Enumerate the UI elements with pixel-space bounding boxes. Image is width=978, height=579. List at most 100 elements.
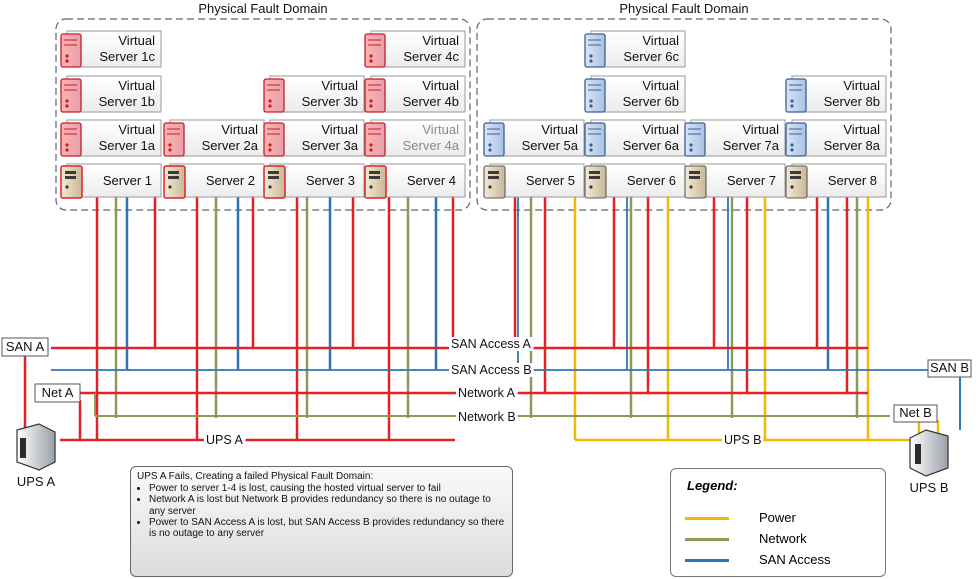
virtual-server-label-1: Virtual (742, 122, 779, 137)
virtual-server-label-2: Server 1a (99, 138, 156, 153)
legend-label-san: SAN Access (759, 552, 831, 567)
virtual-server-label-2: Server 8b (824, 94, 880, 109)
endpoint-net-b: Net B (893, 404, 938, 423)
virtual-server-box (269, 75, 365, 113)
physical-server: Server 7 (684, 163, 786, 199)
physical-server: Server 5 (483, 163, 585, 199)
physical-server-label: Server 5 (526, 173, 575, 188)
virtual-server-label-1: Virtual (321, 78, 358, 93)
physical-server-label: Server 8 (828, 173, 877, 188)
failure-note-item: Power to SAN Access A is lost, but SAN A… (149, 517, 506, 539)
endpoint-label: Net A (42, 385, 74, 400)
endpoint-label: SAN A (6, 339, 45, 354)
endpoints: SAN A Net A SAN B Net B SAN Access A SAN Acce… (1, 337, 972, 495)
virtual-server-label-1: Virtual (118, 33, 155, 48)
server-tower-icon (60, 78, 82, 113)
virtual-server-label-2: Server 1c (99, 49, 155, 64)
server-tower-icon (263, 78, 285, 113)
ups-label: UPS A (17, 474, 56, 489)
physical-server-box (489, 163, 585, 198)
virtual-server-label-1: Virtual (118, 122, 155, 137)
server-tower-icon (60, 122, 82, 157)
server-tower-icon (364, 78, 386, 113)
server-tower-icon (60, 33, 82, 68)
server-tower-icon (785, 165, 808, 199)
physical-server: Server 2 (163, 163, 265, 199)
server-tower-icon (163, 122, 185, 157)
virtual-server-label-1: Virtual (642, 122, 679, 137)
server-tower-icon (584, 33, 606, 68)
virtual-server-box (66, 119, 162, 157)
virtual-server-label-1: Virtual (118, 78, 155, 93)
server-tower-icon (584, 78, 606, 113)
failure-note-item: Network A is lost but Network B provides… (149, 494, 506, 516)
endpoint-label: Net B (899, 405, 932, 420)
bus-label: SAN Access A (451, 337, 532, 351)
physical-server-label: Server 7 (727, 173, 776, 188)
failure-note-list: Power to server 1-4 is lost, causing the… (137, 483, 506, 539)
virtual-server-box (791, 119, 887, 157)
legend-item-san: SAN Access (685, 552, 875, 568)
server-tower-icon (263, 165, 286, 199)
ups-device-ups-a: UPS A (16, 423, 56, 489)
bus-label: UPS B (724, 433, 762, 447)
server-tower-icon (584, 122, 606, 157)
virtual-server-label-2: Server 6b (623, 94, 679, 109)
physical-server-label: Server 4 (407, 173, 456, 188)
ups-device-ups-b: UPS B (909, 429, 949, 495)
server-tower-icon (483, 165, 506, 199)
virtual-server-label-2: Server 8a (824, 138, 881, 153)
bus-label: UPS A (206, 433, 243, 447)
legend-item-network: Network (685, 531, 875, 547)
physical-server-label: Server 1 (103, 173, 152, 188)
virtual-server-box (370, 119, 466, 157)
ups-label: UPS B (909, 480, 948, 495)
physical-server-label: Server 2 (206, 173, 255, 188)
server-tower-icon (60, 165, 83, 199)
physical-server: Server 6 (584, 163, 686, 199)
virtual-server-label-2: Server 6c (623, 49, 679, 64)
virtual-server-label-2: Server 7a (723, 138, 780, 153)
physical-server: Server 1 (60, 163, 162, 199)
server-tower-icon (684, 165, 707, 199)
ups-icon (16, 423, 56, 471)
virtual-server-label-1: Virtual (422, 122, 459, 137)
legend: Legend: Power Network SAN Access (670, 468, 886, 577)
virtual-server-label-1: Virtual (843, 122, 880, 137)
virtual-server-box (590, 75, 686, 113)
bus-label: SAN Access B (451, 363, 532, 377)
physical-server-box (690, 163, 786, 198)
failure-note-title: UPS A Fails, Creating a failed Physical … (137, 471, 374, 482)
server-tower-icon (785, 78, 807, 113)
ups-icon (909, 429, 949, 477)
legend-swatch-network (685, 538, 729, 541)
virtual-server-box (590, 119, 686, 157)
bus-label: Network B (458, 410, 516, 424)
endpoint-box (34, 383, 81, 403)
virtual-server-label-2: Server 1b (99, 94, 155, 109)
endpoint-san-b: SAN B (927, 359, 972, 378)
fault-domain-label: Physical Fault Domain (619, 1, 748, 16)
legend-title: Legend: (687, 478, 738, 493)
virtual-server-label-2: Server 3b (302, 94, 358, 109)
server-tower-icon (584, 165, 607, 199)
server-tower-icon (263, 122, 285, 157)
virtual-server-label-1: Virtual (843, 78, 880, 93)
legend-label-power: Power (759, 510, 796, 525)
physical-server: Server 8 (785, 163, 887, 199)
virtual-server-label-1: Virtual (642, 33, 679, 48)
failure-note: UPS A Fails, Creating a failed Physical … (130, 466, 513, 577)
server-tower-icon (483, 122, 505, 157)
virtual-server-label-2: Server 4b (403, 94, 459, 109)
